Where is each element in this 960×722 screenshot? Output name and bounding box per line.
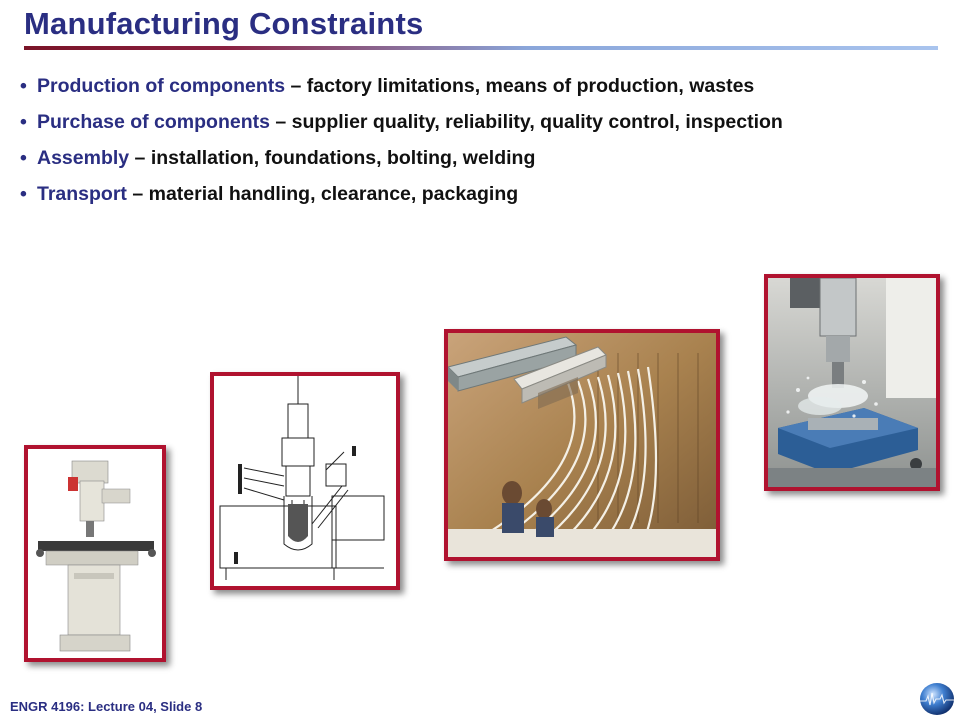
slide-footer: ENGR 4196: Lecture 04, Slide 8 xyxy=(10,699,203,714)
bullet-detail: supplier quality, reliability, quality c… xyxy=(291,111,783,133)
bullet-detail: factory limitations, means of production… xyxy=(306,75,755,97)
bullet-dot-icon: • xyxy=(20,183,27,205)
bullet-separator: – xyxy=(269,111,292,133)
extrusion-and-fiber-photo xyxy=(444,329,720,561)
bullet-item: • Transport – material handling, clearanc… xyxy=(20,181,940,207)
bullet-item: • Production of components – factory limi… xyxy=(20,73,940,99)
bullet-dot-icon: • xyxy=(20,75,27,97)
bullet-list: • Production of components – factory limi… xyxy=(20,73,940,217)
bullet-dot-icon: • xyxy=(20,147,27,169)
equipment-diagram-drawing xyxy=(210,372,400,590)
bullet-separator: – xyxy=(129,147,151,169)
bullet-term: Assembly xyxy=(37,147,130,169)
globe-logo-icon xyxy=(918,681,956,717)
bullet-item: • Purchase of components – supplier quali… xyxy=(20,109,940,135)
bullet-separator: – xyxy=(285,75,307,97)
milling-machine-photo xyxy=(24,445,166,662)
slide-title: Manufacturing Constraints xyxy=(24,6,424,41)
bullet-detail: material handling, clearance, packaging xyxy=(148,183,519,205)
bullet-dot-icon: • xyxy=(20,111,27,133)
bullet-detail: installation, foundations, bolting, weld… xyxy=(150,147,536,169)
cnc-machining-photo xyxy=(764,274,940,491)
bullet-term: Purchase of components xyxy=(37,111,270,133)
bullet-term: Production of components xyxy=(37,75,286,97)
bullet-separator: – xyxy=(126,183,149,205)
bullet-term: Transport xyxy=(37,183,127,205)
bullet-item: • Assembly – installation, foundations, b… xyxy=(20,145,940,171)
title-divider xyxy=(24,46,938,50)
